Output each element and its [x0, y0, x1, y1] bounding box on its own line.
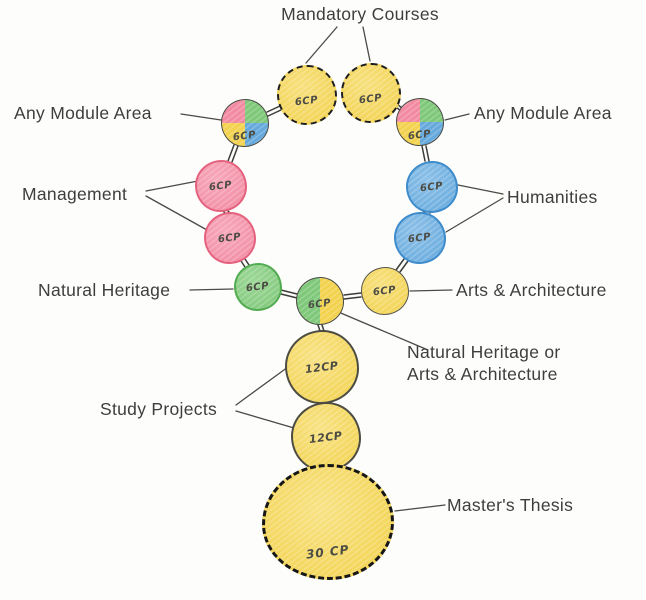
credit-label: 12CP: [304, 358, 340, 376]
credit-label: 6CP: [232, 129, 258, 144]
label-nh-or-aa: Natural Heritage or Arts & Architecture: [407, 341, 561, 385]
node-mandatory-course-1: 6CP: [277, 65, 337, 125]
label-any-module-area-right: Any Module Area: [474, 103, 612, 123]
node-masters-thesis: 30 CP: [262, 464, 394, 580]
credit-label: 6CP: [245, 280, 271, 294]
credit-label: 6CP: [217, 231, 243, 245]
credit-label: 12CP: [308, 428, 344, 446]
label-management: Management: [22, 184, 128, 204]
label-pointer-lines: [145, 26, 504, 512]
credit-label: 6CP: [407, 128, 433, 143]
label-any-module-area-left: Any Module Area: [14, 103, 152, 123]
node-any-module-area-left: 6CP: [221, 99, 269, 147]
label-nh-or-aa-line2: Arts & Architecture: [407, 364, 558, 384]
label-arts-architecture: Arts & Architecture: [456, 280, 607, 300]
label-mandatory-courses: Mandatory Courses: [281, 4, 439, 24]
node-study-project-1: 12CP: [285, 330, 359, 404]
label-natural-heritage: Natural Heritage: [38, 280, 171, 300]
credit-label: 6CP: [372, 284, 398, 298]
node-humanities-2: 6CP: [394, 212, 446, 264]
node-management-2: 6CP: [204, 212, 256, 264]
label-nh-or-aa-line1: Natural Heritage or: [407, 342, 561, 362]
label-masters-thesis: Master's Thesis: [447, 495, 574, 515]
node-humanities-1: 6CP: [406, 161, 458, 213]
credit-label: 6CP: [208, 179, 234, 193]
node-natural-heritage-or-arts-architecture: 6CP: [296, 277, 344, 325]
label-study-projects: Study Projects: [100, 399, 218, 419]
node-study-project-2: 12CP: [291, 402, 361, 472]
node-mandatory-course-2: 6CP: [341, 63, 401, 123]
node-management-1: 6CP: [195, 160, 247, 212]
credit-label: 6CP: [358, 92, 384, 106]
credit-label: 6CP: [419, 180, 445, 194]
node-any-module-area-right: 6CP: [396, 98, 444, 146]
credit-label: 6CP: [307, 297, 333, 311]
node-arts-architecture: 6CP: [361, 267, 409, 315]
credit-label: 30 CP: [305, 542, 351, 562]
label-humanities: Humanities: [507, 187, 598, 207]
credit-label: 6CP: [294, 94, 320, 108]
node-natural-heritage: 6CP: [234, 263, 282, 311]
credit-label: 6CP: [407, 231, 433, 245]
